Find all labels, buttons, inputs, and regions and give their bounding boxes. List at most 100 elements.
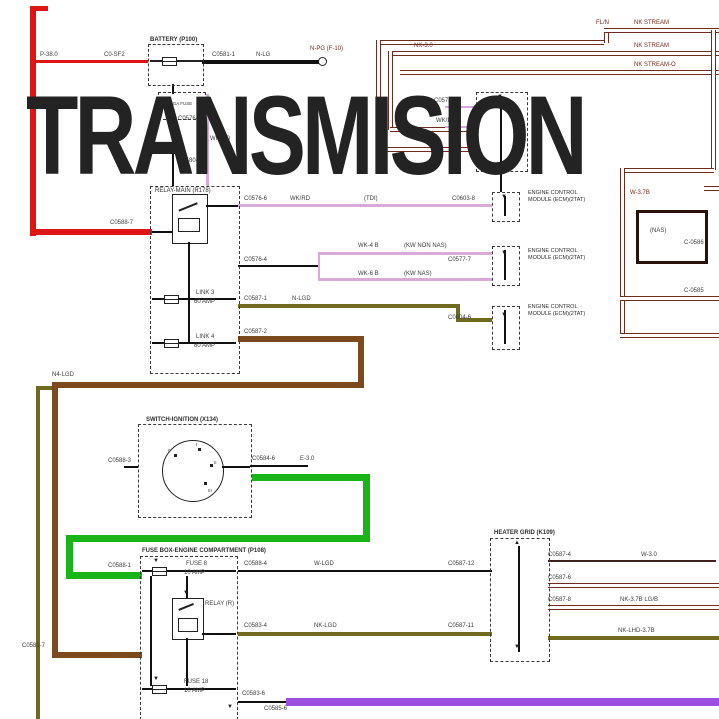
wire-maroon-step: [604, 30, 609, 43]
wire-black-drop2: [172, 118, 174, 186]
wire-nas-mid: [620, 296, 719, 301]
wire-label: C0588-4: [244, 561, 268, 567]
wire-red-thin: [36, 60, 148, 63]
wire-label: NK-LHD-3.7B: [618, 628, 655, 634]
wire-olive-heater-out4: [548, 636, 719, 640]
wire-label: NK STREAM: [634, 43, 670, 49]
ignition-box: [138, 424, 252, 518]
wire-label: C0577-7: [448, 257, 472, 263]
wire-label: C0587-6: [548, 575, 572, 581]
wire-olive-heater2: [238, 632, 492, 636]
arrow-down-icon: ▼: [153, 558, 159, 564]
ecm2-box: [492, 246, 520, 286]
ecm1-inner: [504, 196, 506, 216]
wire-label: C0588-3: [108, 458, 132, 464]
arrow-up-icon: ▲: [514, 540, 520, 546]
wire-green-h2: [66, 535, 370, 542]
wire-label: C0604-6: [448, 315, 472, 321]
wire-maroon-right-vert: [711, 30, 716, 170]
wire-label: N-LG: [256, 52, 271, 58]
link4-amp-label: 80 AMP: [194, 343, 216, 349]
wire-label: C0587-2: [244, 329, 268, 335]
wire-label: C0581-1: [212, 52, 236, 58]
wire-label: C0580-3: [178, 158, 202, 164]
wire-label: C0584-6: [252, 456, 276, 462]
battery-fuse-symbol: [160, 57, 178, 66]
wire-label: (TDI): [364, 196, 378, 202]
module-box: [476, 92, 528, 172]
wire-brown-v1: [358, 336, 364, 388]
fuse18-symbol: [150, 685, 168, 694]
wire-maroon-tobox2: [378, 147, 476, 152]
wire-label: C0603-8: [452, 196, 476, 202]
fuse8-amp-label: 10 AMP: [184, 570, 206, 576]
wire-label: C0576-6: [244, 196, 268, 202]
ignition-dial: [162, 440, 224, 502]
wire-maroon-tobox1: [390, 127, 476, 132]
link4-wire: [152, 342, 236, 344]
link4-label: LINK 4: [196, 334, 215, 340]
module-inner-vert: [500, 98, 502, 168]
wire-pink-module1: [445, 106, 476, 108]
wire-maroon-top3: [400, 70, 719, 75]
arrow-down-icon: ▼: [514, 644, 520, 650]
wire-label: C0583-6: [242, 691, 266, 697]
wire-label: C0581-7: [22, 643, 46, 649]
wire-label: P-38.0: [40, 52, 58, 58]
wire-label: NK STREAM-O: [634, 62, 676, 68]
wire-label: C0583-4: [244, 623, 268, 629]
wire-label: C0588-7: [110, 220, 134, 226]
wire-green-v2: [66, 535, 73, 579]
wire-label: C0585-6: [264, 706, 288, 712]
wire-green-h3: [66, 572, 142, 579]
arrow-down-icon: ▼: [153, 676, 159, 682]
wire-maroon-heater-out2: [548, 583, 719, 588]
relay-coil: [178, 218, 200, 232]
wire-label: FL/N: [596, 20, 610, 26]
wire-label: C0587-8: [548, 597, 572, 603]
wire-brown-h2: [52, 382, 364, 388]
wire-black-drop1: [172, 84, 174, 94]
ignition-left-stub: [124, 466, 138, 468]
wire-label: W-LGD: [314, 561, 334, 567]
battery-box: [148, 44, 204, 86]
fusebox-label: FUSE BOX-ENGINE COMPARTMENT (P108): [142, 548, 266, 554]
megafuse-box: [158, 92, 206, 120]
wire-maroon-main: [376, 40, 604, 45]
wire-label: C0587-11: [448, 623, 474, 629]
connector-dot: [318, 57, 327, 66]
link3-wire: [152, 298, 236, 300]
arrow-down-icon: ▼: [183, 590, 189, 596]
wire-pink-ecm1: [238, 204, 492, 207]
fusebox-relay-coil: [178, 618, 198, 632]
wire-label: E-3.0: [300, 456, 315, 462]
wire-pink-ecm2-up: [318, 252, 492, 255]
wire-label: NK-LGD: [314, 623, 337, 629]
battery-label: BATTERY (P100): [150, 37, 198, 43]
fusebox-box: [140, 556, 238, 719]
nas-inner-box: [636, 210, 708, 264]
wire-red-vertical: [30, 6, 36, 236]
wire-olive-left-vertical: [36, 386, 40, 719]
wire-nas-stub: [704, 186, 719, 191]
wire-label: C0587-12: [448, 561, 475, 567]
wire-label: N-LGD: [292, 296, 311, 302]
nas-label: (NAS): [650, 228, 667, 234]
wire-maroon-trunk2: [388, 51, 393, 130]
wire-label: C0587-1: [244, 296, 268, 302]
wire-label: C0-SF2: [104, 52, 125, 58]
relay-inner-vert: [188, 242, 190, 344]
wire-green-h1: [252, 474, 370, 481]
fusebox-relay-bottom-stub: [186, 638, 188, 686]
ignition-contact-2: [198, 448, 201, 451]
arrow-down-icon: ▼: [501, 250, 507, 256]
ecm1-label: ENGINE CONTROL MODULE (ECM)(2TAT): [528, 190, 586, 203]
wire-maroon-heater-out3: [548, 605, 719, 610]
wire-nas-bottom: [620, 333, 719, 338]
wire-pink-module2: [445, 126, 476, 128]
wire-maroon-top2: [388, 51, 719, 56]
wire-nas-top: [620, 168, 714, 173]
wire-label: C-0585: [684, 288, 704, 294]
fuse18-label: FUSE 18: [184, 679, 209, 685]
